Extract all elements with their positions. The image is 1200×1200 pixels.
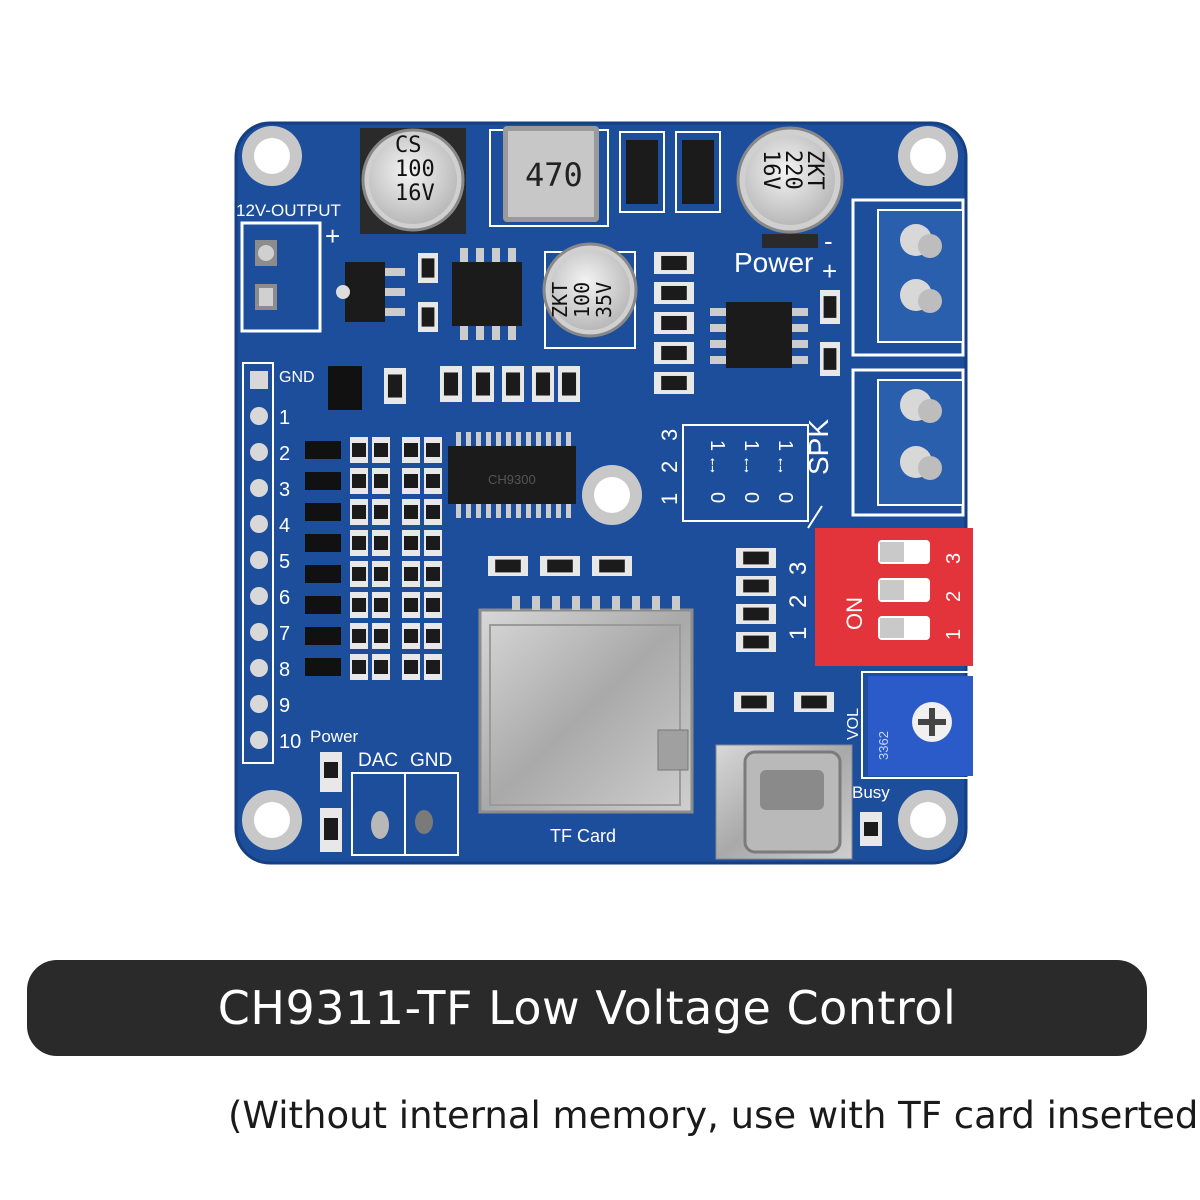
power-led [320,752,342,852]
pin-label: 9 [279,695,290,717]
dip-number-3: 3 [943,553,965,564]
capacitor-zkt-100 [542,242,638,349]
power-plus-label: + [822,256,837,286]
pin-label: 5 [279,551,290,573]
dac-label: DAC [358,750,398,771]
regulator [336,262,405,322]
header-pin [250,731,268,749]
ic-8pin-right [710,302,808,368]
pin-label: 10 [279,731,301,753]
output-label: 12V-OUTPUT [236,201,341,220]
pin-labels: GND 1 2 3 4 5 6 7 8 9 10 [279,369,315,753]
dip-number-2: 2 [943,591,965,602]
speaker-terminal [851,368,965,517]
usb-c-port [715,744,853,860]
diodes [619,131,721,213]
dip-switch-on-label: ON [842,597,867,630]
caption-bar: CH9311-TF Low Voltage Control [27,960,1147,1056]
pin-label: 4 [279,515,290,537]
busy-label: Busy [852,783,890,802]
cap-cs-line2: 100 [395,157,435,182]
mode-row-arrow: ←→ [774,458,788,472]
header-pin [250,371,268,389]
pin-label: 8 [279,659,290,681]
smd-components [328,252,840,712]
header-pin [250,587,268,605]
mode-row-left: 1 [706,440,728,451]
volume-potentiometer [861,671,975,779]
inductor-470 [489,126,609,227]
pin-label: 2 [279,443,290,465]
output-terminal [240,221,322,333]
pin-label: GND [279,369,315,386]
resistor-array [305,437,442,680]
dac-gnd-terminal [351,772,459,856]
cap-cs-line3: 16V [395,181,435,206]
ic-8pin-left [452,248,522,340]
board-switch-number-1: 1 [785,627,812,640]
header-pin [250,443,268,461]
header-pin [250,659,268,677]
inductor-label: 470 [525,156,583,194]
pin-label: 3 [279,479,290,501]
cap-100-line3: 35V [592,282,616,318]
mounting-holes [242,126,958,850]
capacitor-zkt-220 [736,126,844,248]
chip-label: CH9300 [488,472,536,487]
busy-led [860,812,882,846]
cap-100-line1: ZKT [548,282,572,318]
output-plus-label: + [325,221,340,251]
power-led-label: Power [310,727,359,746]
main-chip [448,432,576,518]
pot-code: 3362 [876,731,891,760]
mode-row-right: 0 [740,492,762,503]
cap-220-line2: 220 [780,150,805,190]
circuit-board-photo: 12V-OUTPUT + CS 100 16V 470 ZKT 220 16V … [234,121,975,865]
dip-pointer [807,505,823,529]
cap-100-line2: 100 [570,282,594,318]
header-pin [250,623,268,641]
caption-note: (Without internal memory, use with TF ca… [228,1094,1200,1137]
pin-label: 1 [279,407,290,429]
power-label: Power [734,247,813,278]
cap-220-line1: ZKT [802,150,827,190]
mode-col-label: 2 [657,461,682,473]
board-switch-number-3: 3 [785,562,812,575]
power-minus-label: - [824,226,833,256]
mode-row-left: 1 [740,440,762,451]
dip-switch [815,528,973,666]
tf-card-label: TF Card [550,826,616,846]
board-switch-number-2: 2 [785,595,812,608]
header-pin [250,407,268,425]
power-terminal [851,198,965,357]
caption-title: CH9311-TF Low Voltage Control [217,981,957,1035]
capacitor-cs [360,128,466,234]
mode-row-right: 0 [774,492,796,503]
mode-row-left: 1 [774,440,796,451]
header-pin [250,551,268,569]
dip-number-1: 1 [943,629,965,640]
cap-cs-line1: CS [395,133,422,158]
pin-header [242,362,274,764]
mode-row-right: 0 [706,492,728,503]
mode-col-label: 1 [657,493,682,505]
header-pin [250,515,268,533]
mode-row-arrow: ←→ [740,458,754,472]
tf-card-slot [478,596,694,814]
pin-label: 7 [279,623,290,645]
pin-label: 6 [279,587,290,609]
gnd-label: GND [410,750,452,771]
vol-label: VOL [845,708,862,740]
header-pin [250,479,268,497]
mode-table [682,424,809,522]
header-pin [250,695,268,713]
cap-220-line3: 16V [758,150,783,190]
mode-col-label: 3 [657,429,682,441]
mode-row-arrow: ←→ [706,458,720,472]
